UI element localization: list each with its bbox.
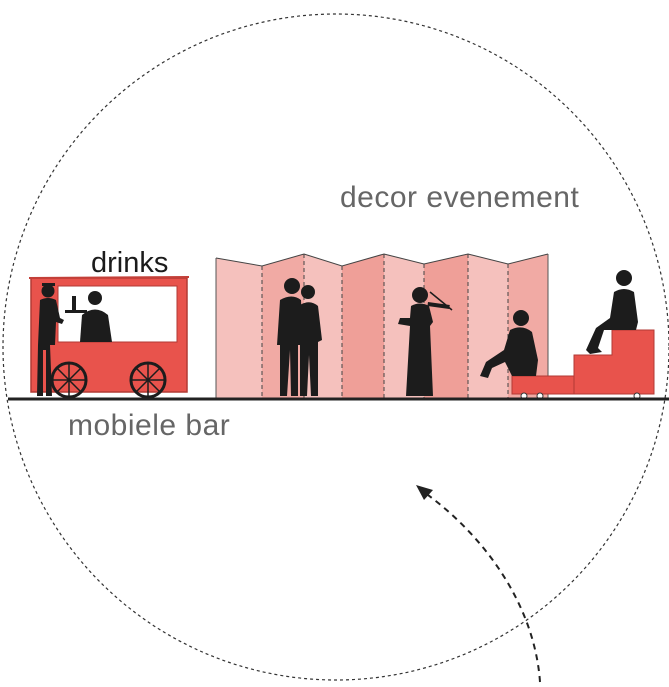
cart-wheel-left bbox=[52, 363, 86, 397]
decor-label: decor evenement bbox=[340, 181, 579, 215]
mobile-bar-label: mobiele bar bbox=[68, 409, 230, 443]
cart-wheel-right bbox=[131, 363, 165, 397]
stepped-platform bbox=[574, 330, 654, 399]
decor-folding-screen bbox=[216, 254, 548, 398]
bench bbox=[512, 376, 574, 399]
dashed-arrow bbox=[416, 485, 540, 682]
drinks-sign-label: drinks bbox=[91, 247, 168, 280]
